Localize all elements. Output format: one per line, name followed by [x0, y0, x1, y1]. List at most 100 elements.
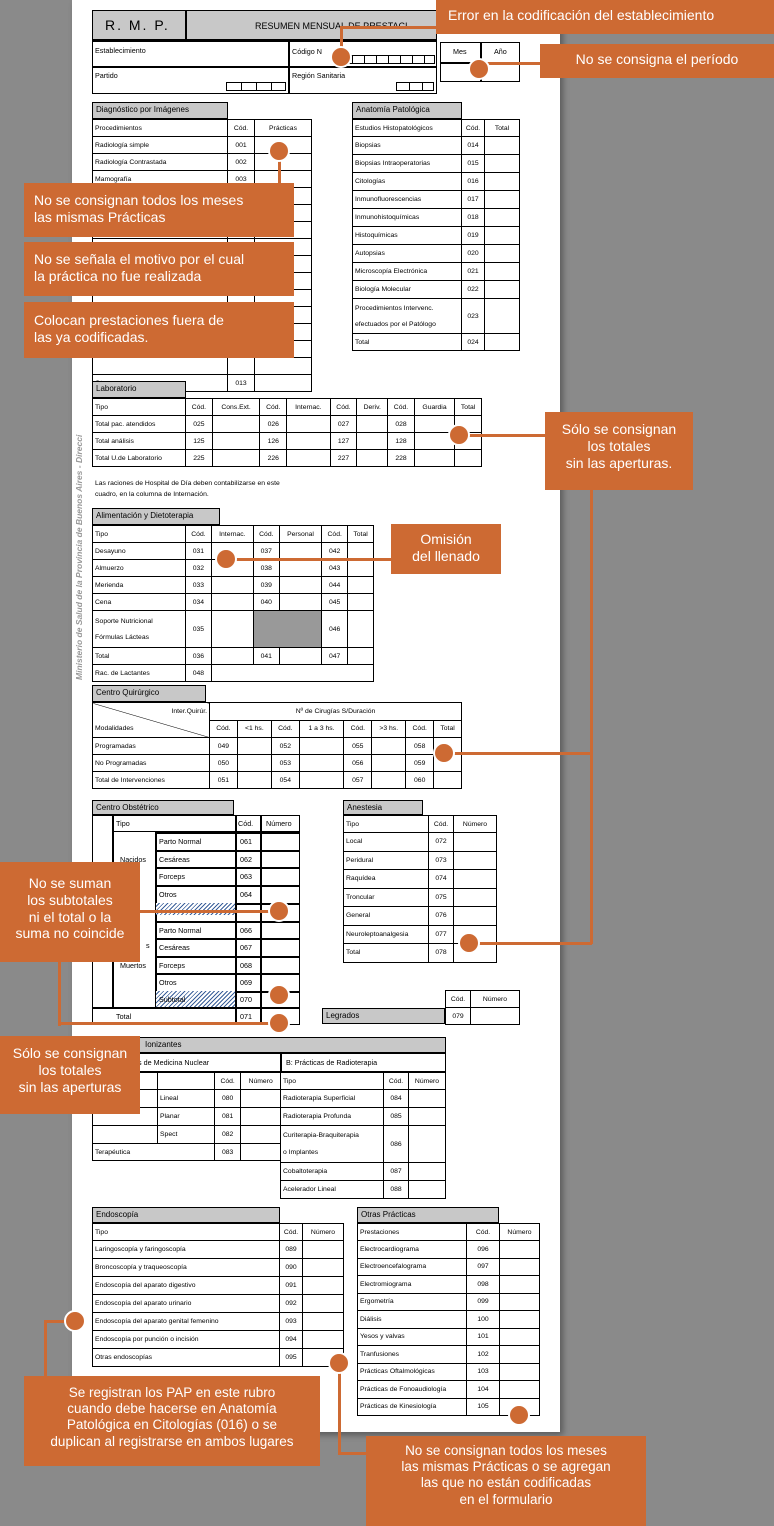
anat-title: Anatomía Patológica — [352, 102, 462, 119]
input-cell[interactable] — [453, 850, 497, 870]
input-cell[interactable] — [236, 754, 272, 772]
input-cell[interactable] — [210, 576, 254, 594]
input-cell[interactable] — [356, 449, 389, 467]
obst-cell: Cesáreas — [159, 943, 190, 952]
input-cell[interactable] — [347, 542, 374, 560]
input-cell[interactable] — [413, 449, 456, 467]
alim-title: Alimentación y Dietoterapia — [92, 508, 220, 525]
input-cell[interactable] — [278, 576, 323, 594]
input-cell[interactable] — [499, 1257, 540, 1276]
table-cell: Cód. — [321, 525, 349, 543]
input-cell[interactable] — [286, 415, 331, 433]
input-cell[interactable] — [453, 887, 497, 907]
table-cell: Cód. — [270, 719, 300, 738]
input-cell[interactable] — [484, 208, 520, 227]
input-cell[interactable] — [298, 737, 345, 755]
input-cell[interactable] — [347, 647, 374, 665]
marker-dot — [458, 932, 480, 954]
input-cell[interactable] — [240, 1089, 281, 1108]
input-cell[interactable] — [302, 1294, 344, 1313]
disabled-cell — [252, 610, 323, 648]
input-cell[interactable] — [254, 357, 312, 375]
input-cell[interactable] — [302, 1258, 344, 1277]
input-cell[interactable] — [484, 280, 520, 299]
input-cell[interactable] — [211, 432, 261, 450]
input-cell[interactable] — [254, 374, 312, 392]
input-cell[interactable] — [302, 1240, 344, 1259]
partido-field[interactable] — [226, 82, 286, 91]
input-cell[interactable] — [371, 754, 407, 772]
input-cell[interactable] — [302, 1312, 344, 1331]
input-cell[interactable] — [347, 610, 374, 648]
input-cell[interactable] — [499, 1362, 540, 1381]
table-cell: Cód. — [213, 1072, 242, 1090]
table-cell: Cód. — [259, 398, 288, 416]
input-cell[interactable] — [453, 906, 497, 926]
input-cell[interactable] — [484, 244, 520, 263]
input-cell[interactable] — [347, 593, 374, 611]
input-cell[interactable] — [302, 1276, 344, 1295]
input-cell[interactable] — [454, 449, 482, 467]
input-cell[interactable] — [499, 1240, 540, 1259]
input-cell[interactable] — [499, 1345, 540, 1364]
input-cell[interactable] — [484, 154, 520, 173]
input-cell[interactable] — [236, 771, 272, 789]
input-cell[interactable] — [484, 333, 520, 351]
input-cell[interactable] — [210, 610, 254, 648]
input-cell[interactable] — [433, 771, 462, 789]
table-cell: Tipo — [92, 525, 186, 543]
input-cell[interactable] — [484, 136, 520, 155]
input-cell[interactable] — [499, 1292, 540, 1311]
connector-line — [140, 910, 280, 913]
input-cell[interactable] — [408, 1125, 446, 1163]
input-cell[interactable] — [347, 576, 374, 594]
input-cell[interactable] — [240, 1107, 281, 1126]
input-cell[interactable] — [298, 754, 345, 772]
input-cell[interactable] — [278, 647, 323, 665]
input-cell[interactable] — [302, 1330, 344, 1349]
input-cell[interactable] — [278, 559, 323, 577]
input-cell[interactable] — [408, 1089, 446, 1108]
input-cell[interactable] — [240, 1125, 281, 1144]
input-cell[interactable] — [236, 737, 272, 755]
input-cell[interactable] — [278, 593, 323, 611]
input-cell[interactable] — [240, 1143, 281, 1161]
region-field[interactable] — [396, 82, 434, 91]
input-cell[interactable] — [210, 593, 254, 611]
input-cell[interactable] — [484, 172, 520, 191]
input-cell[interactable] — [210, 647, 254, 665]
input-cell[interactable] — [210, 664, 375, 682]
input-cell[interactable] — [470, 1007, 520, 1025]
input-cell[interactable] — [211, 449, 261, 467]
input-cell[interactable] — [278, 542, 323, 560]
input-cell[interactable] — [408, 1180, 446, 1199]
input-cell[interactable] — [286, 432, 331, 450]
input-cell[interactable] — [484, 226, 520, 245]
input-cell[interactable] — [484, 262, 520, 281]
input-cell[interactable] — [499, 1275, 540, 1294]
input-cell[interactable] — [371, 737, 407, 755]
input-cell[interactable] — [356, 415, 389, 433]
input-cell[interactable] — [298, 771, 345, 789]
input-cell[interactable] — [499, 1310, 540, 1329]
input-cell[interactable] — [347, 559, 374, 577]
input-cell[interactable] — [371, 771, 407, 789]
input-cell[interactable] — [356, 432, 389, 450]
input-cell[interactable] — [408, 1107, 446, 1126]
table-cell: 044 — [321, 576, 349, 594]
input-cell[interactable] — [211, 415, 261, 433]
input-cell[interactable] — [499, 1380, 540, 1399]
input-cell[interactable] — [453, 869, 497, 889]
input-cell[interactable] — [286, 449, 331, 467]
table-cell: 026 — [259, 415, 288, 433]
input-cell[interactable] — [408, 1162, 446, 1181]
input-cell[interactable] — [499, 1327, 540, 1346]
input-cell[interactable] — [484, 298, 520, 334]
input-cell[interactable] — [453, 832, 497, 852]
codigo-field[interactable] — [340, 55, 435, 64]
input-cell[interactable] — [484, 190, 520, 209]
